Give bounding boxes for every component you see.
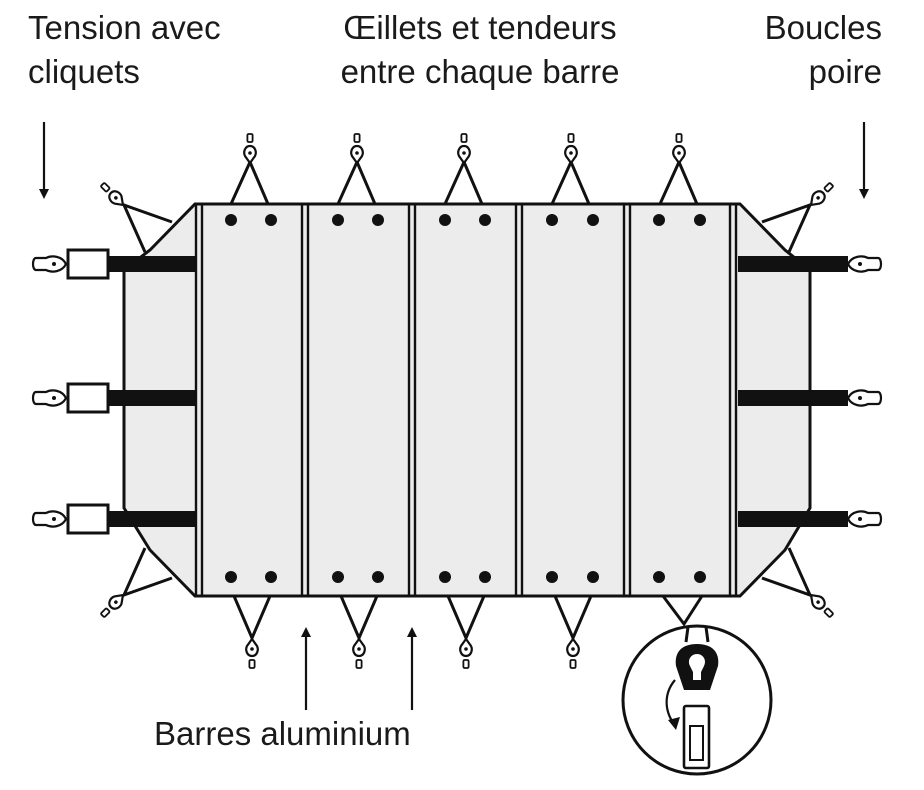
bottom-tensioners	[232, 595, 704, 642]
top-hooks	[243, 132, 686, 165]
eyelets	[225, 214, 706, 583]
label-aluminium-bars: Barres aluminium	[154, 715, 411, 752]
label-ratchet-tension: Tension avec cliquets	[28, 9, 221, 90]
label-pear-buckles: Boucles poire	[764, 9, 882, 90]
aluminium-bars	[194, 204, 738, 596]
left-ratchet-straps	[66, 248, 196, 535]
left-pear-buckles	[31, 255, 68, 528]
detail-magnifier	[621, 624, 773, 776]
top-tensioners	[229, 158, 699, 205]
callout-arrows	[39, 122, 869, 710]
right-straps	[738, 256, 848, 527]
pool-cover-outline	[122, 202, 812, 598]
detail-tensioner-icon	[682, 704, 711, 770]
label-eyelets-tensioners: Œillets et tendeurs entre chaque barre	[340, 9, 620, 90]
right-pear-buckles	[846, 255, 883, 528]
